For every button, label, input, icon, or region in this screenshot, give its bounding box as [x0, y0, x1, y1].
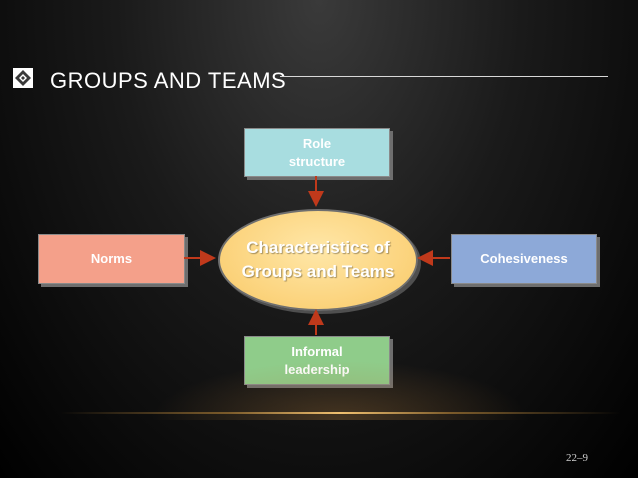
cohesiveness-box: Cohesiveness — [451, 234, 597, 284]
diamond-logo-icon — [13, 68, 33, 88]
slide-title: GROUPS AND TEAMS — [50, 68, 287, 93]
bottom-glow-halo — [150, 360, 530, 420]
bottom-glow-line — [60, 412, 620, 414]
title-underline — [280, 76, 608, 77]
page-number: 22–9 — [566, 452, 588, 464]
informal-leadership-box: Informal leadership — [244, 336, 390, 385]
norms-box: Norms — [38, 234, 185, 284]
